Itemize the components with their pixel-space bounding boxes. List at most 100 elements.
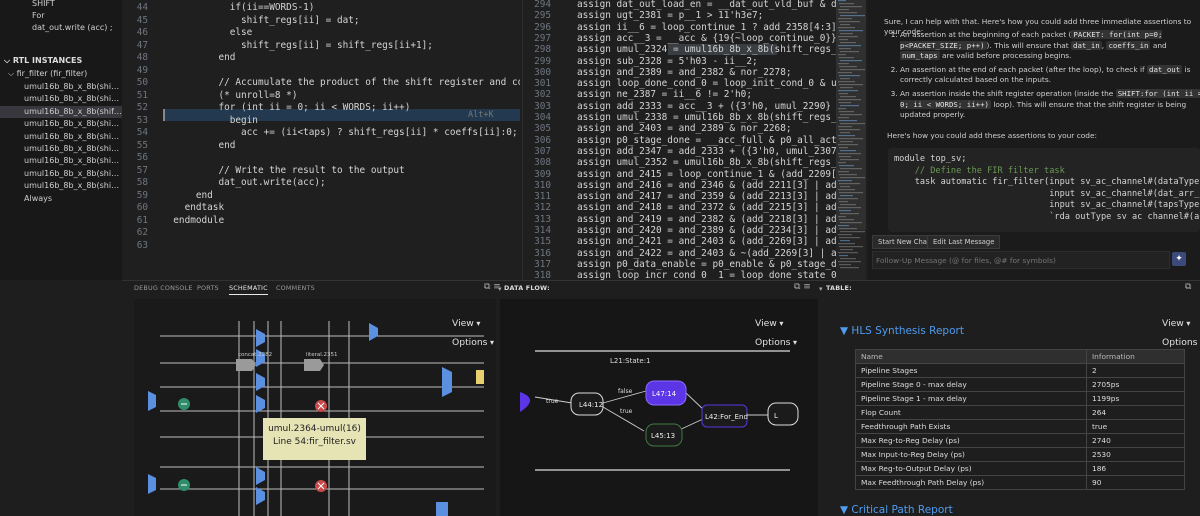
code-line[interactable]: // Write the result to the output	[162, 164, 405, 176]
tab-ports[interactable]: PORTS	[197, 284, 219, 292]
code-line[interactable]: assign loop_done_cond_0 = loop_init_cond…	[577, 78, 837, 90]
code-line[interactable]: assign and_2422 = and_2403 & ~(add_2269[…	[577, 247, 837, 259]
flow-node-label: L44:12	[579, 401, 603, 409]
chat-followup-text: Here's how you could add these assertion…	[887, 131, 1098, 140]
schematic-view-dropdown[interactable]: View	[452, 318, 480, 329]
code-line[interactable]: shift_regs[ii] = shift_regs[ii+1];	[162, 39, 433, 51]
chat-list-item: An assertion at the end of each packet (…	[900, 64, 1200, 86]
table-view-dropdown[interactable]: View	[1162, 318, 1190, 329]
edit-last-message-button[interactable]: Edit Last Message	[927, 235, 1001, 249]
code-line[interactable]: assign and_2421 = and_2403 & (add_2269[3…	[577, 236, 837, 248]
code-line[interactable]: (* unroll=8 *)	[162, 89, 298, 101]
tab-schematic[interactable]: SCHEMATIC	[229, 284, 268, 295]
rtl-instance-item[interactable]: umul16b_8b_x_8b(shift_r...	[24, 94, 120, 104]
code-line[interactable]: assign umul_2352 = umul16b_8b_x_8b(shift…	[577, 157, 837, 169]
code-line[interactable]: end	[162, 189, 213, 201]
code-line[interactable]: assign and_2418 = and_2372 & (add_2215[3…	[577, 202, 837, 214]
rtl-instance-item[interactable]: umul16b_8b_x_8b(shift_r...	[24, 119, 120, 129]
rtl-instance-item[interactable]: umul16b_8b_x_8b(shift_r...	[24, 82, 120, 91]
code-line[interactable]: assign p0_data_enable = p0_enable & p0_s…	[577, 258, 837, 270]
code-line[interactable]: if(ii==WORDS-1)	[162, 2, 315, 13]
rtl-instance-item[interactable]: umul16b_8b_x_8b(shift_r...	[24, 168, 120, 178]
flow-node[interactable]	[570, 392, 604, 416]
code-line[interactable]: assign and_2416 = and_2346 & (add_2211[3…	[577, 179, 837, 191]
code-line[interactable]: // Accumulate the product of the shift r…	[218, 77, 520, 88]
flow-node-label: L	[774, 412, 778, 420]
rtl-instance-item[interactable]: umul16b_8b_x_8b(shift_r...	[24, 156, 120, 166]
sidebar-parent-item[interactable]: ⌵ fir_filter (fir_filter)	[8, 69, 87, 79]
code-line[interactable]: assign loop_incr_cond_0__1 = loop_done_s…	[577, 270, 837, 280]
critical-path-heading[interactable]: ▼ Critical Path Report	[840, 504, 953, 516]
code-line[interactable]: shift_regs[ii] = dat;	[162, 14, 360, 26]
source-editor[interactable]: 44 if(ii==WORDS-1)45 shift_regs[ii] = da…	[122, 0, 520, 280]
flow-node-active[interactable]	[645, 380, 687, 406]
rtl-instances-header[interactable]: ⌵ RTL INSTANCES	[4, 56, 82, 66]
code-line[interactable]: endmodule	[162, 214, 225, 226]
dataflow-toolbar-icons[interactable]: ⧉ ≡	[794, 282, 811, 292]
chat-code-line: `rda outType sv ac channel#(accType)	[1049, 211, 1200, 222]
sidebar-outline-item[interactable]: dat_out.write (acc) ;	[32, 23, 113, 32]
table-view[interactable]: View Options ▼ HLS Synthesis Report Name…	[822, 299, 1200, 516]
table-toolbar-icon[interactable]: ⧉	[1185, 282, 1192, 292]
sidebar-outline-item[interactable]: For	[32, 11, 45, 20]
code-line[interactable]: end	[162, 52, 236, 63]
code-line[interactable]: end	[162, 139, 236, 151]
split-editor-icon[interactable]: ⧉ ≡	[484, 282, 501, 292]
code-line[interactable]: assign sub_2328 = 5'h03 - ii__2;	[577, 55, 758, 67]
code-line[interactable]: assign and_2415 = loop_continue_1 & (add…	[577, 168, 837, 180]
edge-label: false	[618, 388, 633, 395]
code-line[interactable]: endtask	[162, 202, 225, 213]
table-options-dropdown[interactable]: Options	[1162, 337, 1200, 359]
rtl-instance-item[interactable]: umul16b_8b_x_8b(shift_r...	[0, 105, 122, 118]
dataflow-expand-icon[interactable]: ▾	[498, 285, 502, 293]
code-line[interactable]: assign add_2347 = add_2333 + ({3'h0, umu…	[577, 145, 837, 157]
rtl-instance-item[interactable]: umul16b_8b_x_8b(shift_r...	[24, 181, 120, 191]
code-line[interactable]: assign p0_stage_done = __acc_full & p0_a…	[577, 134, 837, 146]
code-line[interactable]: for (int ii = 0; ii < WORDS; ii++)	[162, 102, 411, 113]
tab-debug-console[interactable]: DEBUG CONSOLE	[134, 284, 193, 292]
schematic-view[interactable]: concat.2282 literal.2351 View Options um…	[134, 299, 496, 516]
dataflow-view[interactable]: L21:State:1 L44:12 L47:14 L45:13 L42:For…	[500, 299, 818, 516]
line-number: 295	[534, 10, 551, 22]
followup-message-input[interactable]	[872, 251, 1170, 269]
code-line[interactable]: assign umul_2338 = umul16b_8b_x_8b(shift…	[577, 112, 837, 123]
code-line[interactable]: assign acc__3 = __acc & {19{~loop_contin…	[577, 32, 837, 44]
code-line[interactable]: assign ugt_2381 = p__1 > 11'h3e7;	[577, 10, 764, 22]
send-icon[interactable]: ✦	[1172, 252, 1186, 266]
code-line[interactable]: assign ii__6 = loop_continue_1 ? add_235…	[577, 21, 837, 33]
code-line[interactable]: assign umul_2324 = umul16b_8b_x_8b(shift…	[577, 44, 837, 56]
table-expand-icon[interactable]: ▾	[819, 285, 823, 293]
hls-report-heading[interactable]: ▼ HLS Synthesis Report	[840, 325, 964, 337]
table-cell: 2	[1086, 363, 1185, 378]
tooltip-location: Line 54:fir_filter.sv	[273, 437, 356, 447]
code-line[interactable]: assign and_2420 = and_2389 & (add_2234[3…	[577, 225, 837, 236]
code-line[interactable]: assign and_2419 = and_2382 & (add_2218[3…	[577, 213, 837, 225]
flow-node[interactable]	[701, 404, 748, 428]
rtl-instance-item[interactable]: umul16b_8b_x_8b(shift_r...	[24, 144, 120, 153]
code-line[interactable]: dat_out.write(acc);	[162, 177, 326, 188]
flow-node[interactable]	[767, 402, 799, 426]
rtl-instance-item[interactable]: umul16b_8b_x_8b(shift_r...	[24, 131, 120, 141]
code-line[interactable]: begin	[162, 114, 258, 126]
schematic-options-dropdown[interactable]: Options	[452, 337, 494, 348]
tab-comments[interactable]: COMMENTS	[276, 284, 315, 292]
minimap[interactable]	[836, 0, 866, 280]
code-line[interactable]: assign and_2403 = and_2389 & nor_2268;	[577, 123, 792, 135]
code-line[interactable]: assign dat_out_load_en = __dat_out_vld_b…	[577, 0, 837, 10]
code-line[interactable]: else	[162, 27, 253, 38]
line-number: 50	[136, 77, 148, 88]
dataflow-view-dropdown[interactable]: View	[755, 318, 783, 329]
code-line[interactable]: acc += (ii<taps) ? shift_regs[ii] * coef…	[162, 127, 518, 138]
code-line[interactable]: assign add_2333 = acc__3 + ({3'h0, umul_…	[577, 100, 837, 112]
code-line[interactable]: assign ne_2387 = ii__6 != 2'h0;	[577, 89, 752, 101]
flow-node[interactable]	[645, 423, 683, 447]
dataflow-options-dropdown[interactable]: Options	[755, 337, 797, 348]
code-line[interactable]: assign and_2389 = and_2382 & nor_2278;	[577, 66, 792, 78]
tooltip-title: umul.2364-umul(16)	[268, 424, 361, 434]
section-label: RTL INSTANCES	[12, 56, 83, 65]
code-line[interactable]: assign and_2417 = and_2359 & (add_2213[3…	[577, 191, 837, 203]
sidebar-outline-item[interactable]: SHIFT	[32, 0, 55, 8]
rtl-instance-item[interactable]: Always	[24, 193, 53, 203]
